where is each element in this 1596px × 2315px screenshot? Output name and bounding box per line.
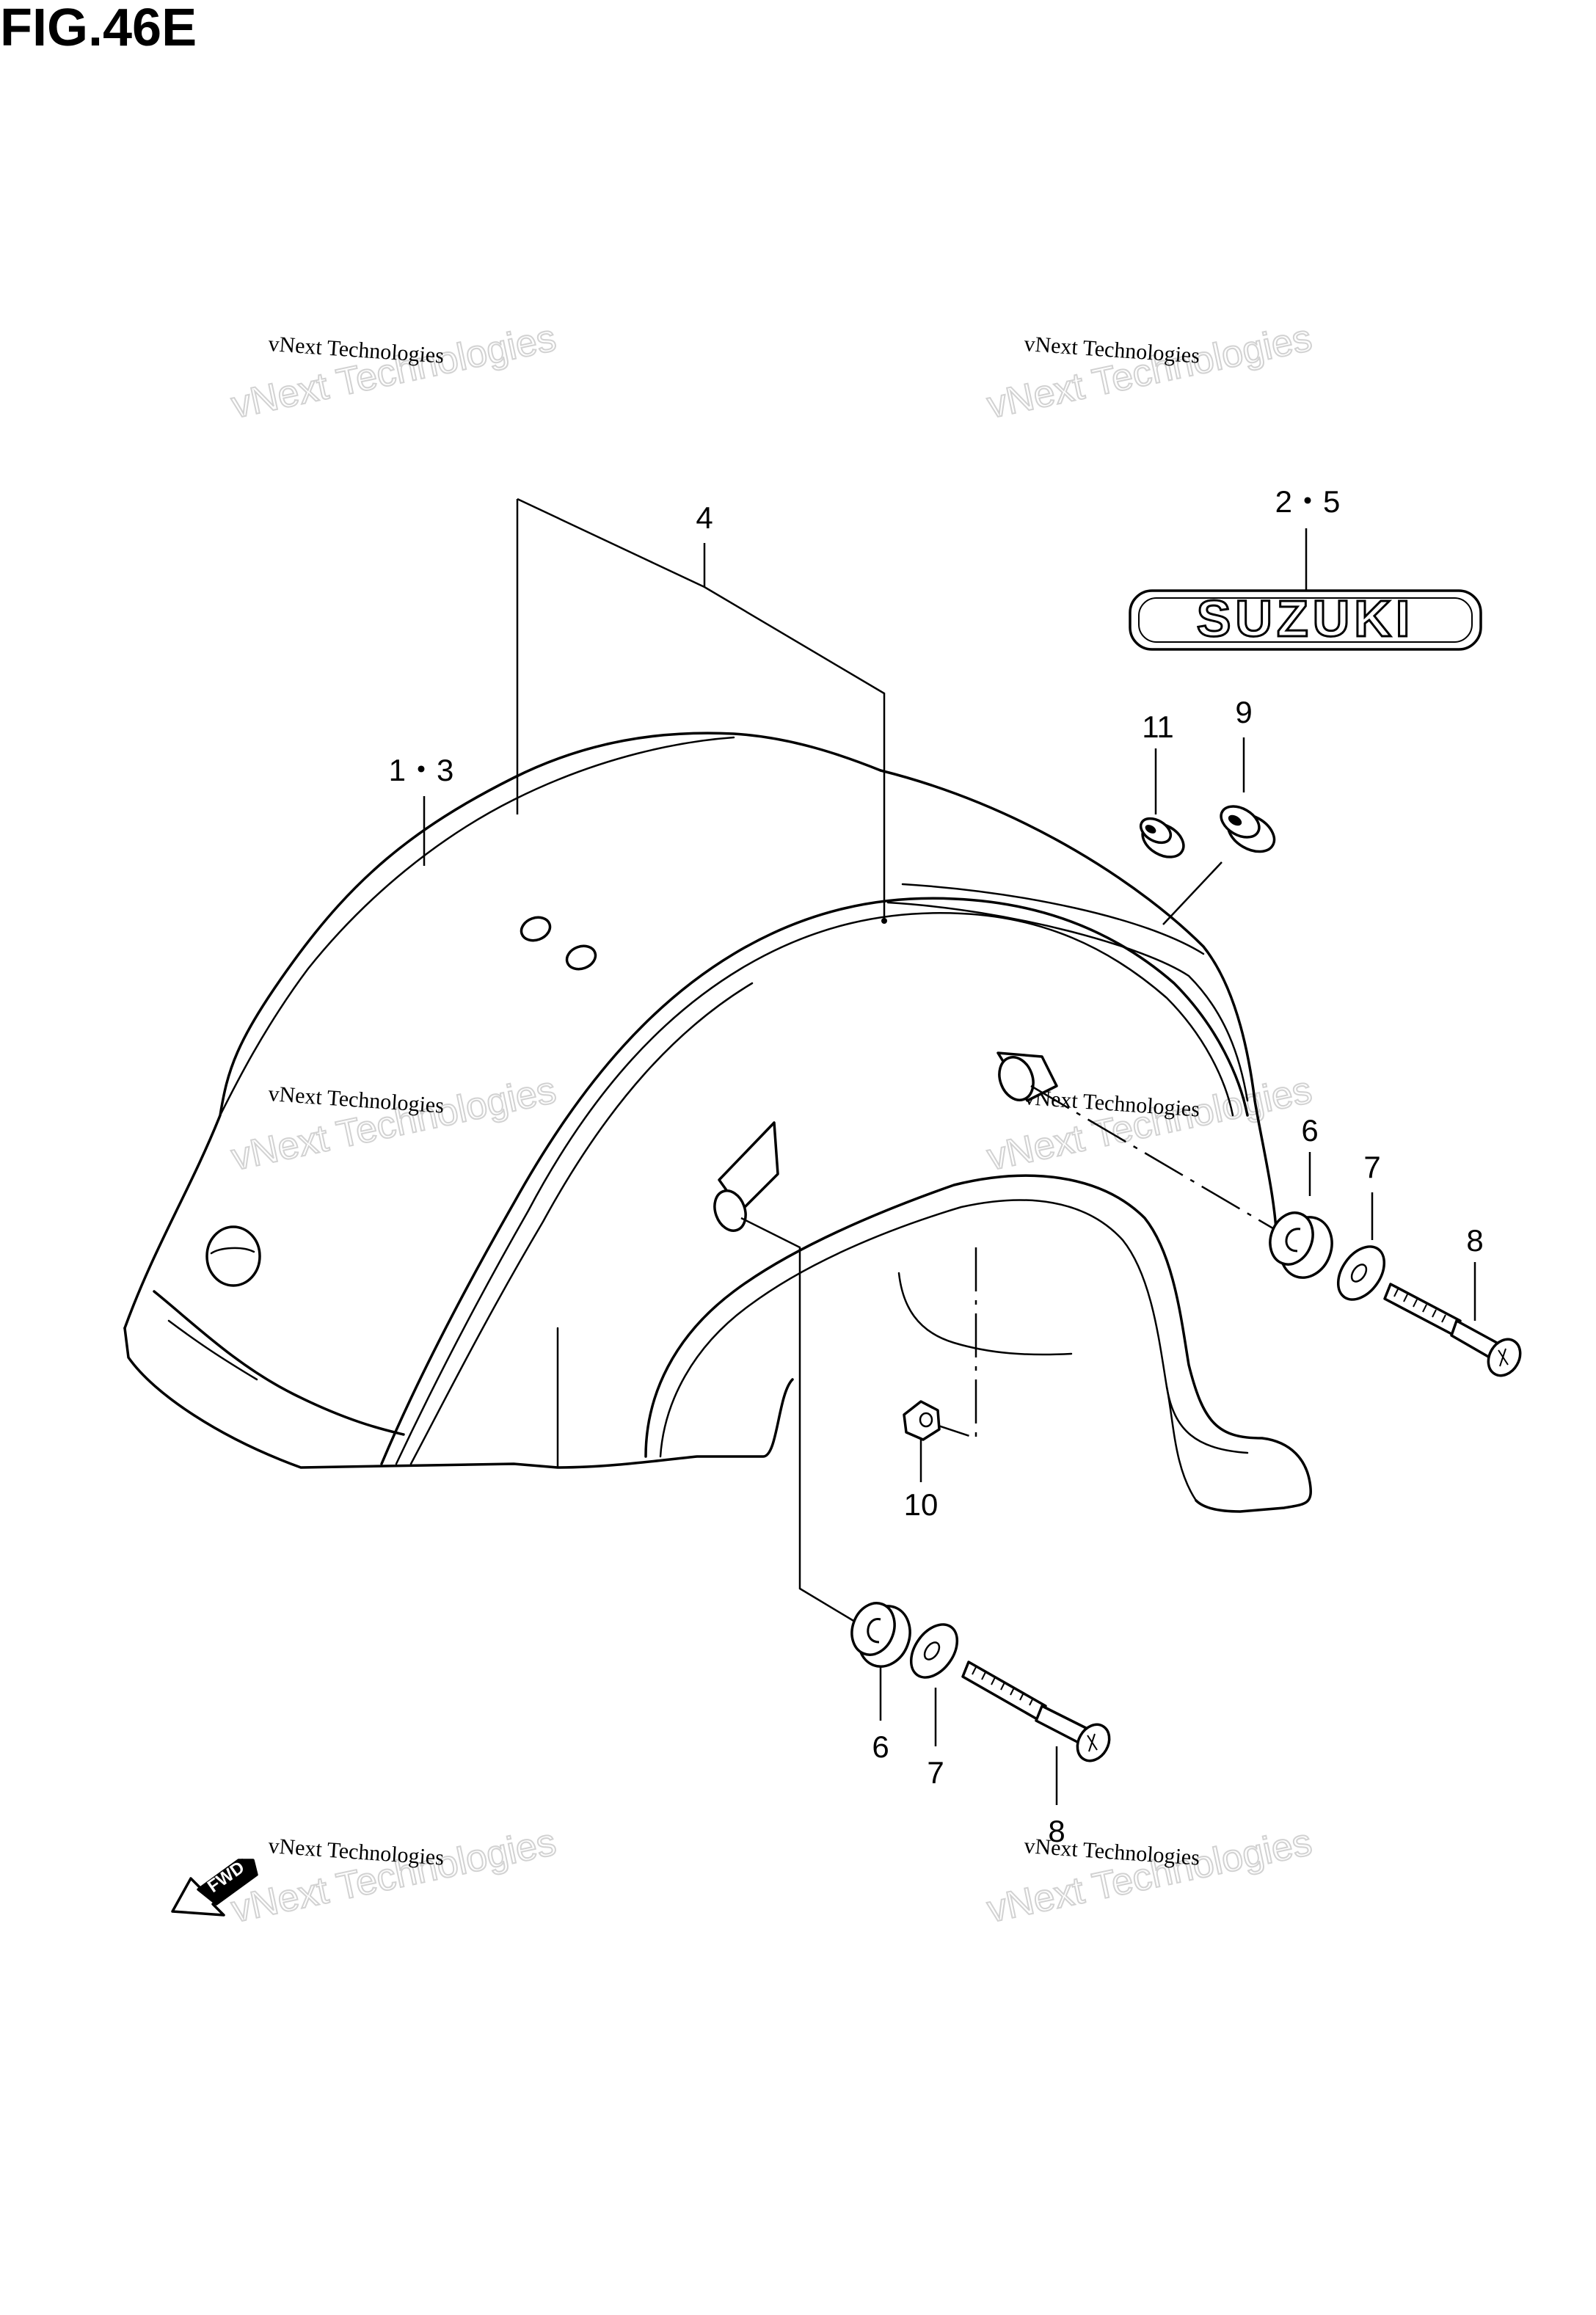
- leader-lower-mount: [740, 1217, 856, 1623]
- leader-upper-mount: [1030, 1084, 1281, 1234]
- callout-7-lower: 7: [927, 1755, 944, 1790]
- callout-11: 11: [1142, 710, 1174, 744]
- callout-6-lower: 6: [872, 1729, 889, 1764]
- callout-8-upper: 8: [1466, 1223, 1483, 1258]
- washer-7-upper: [1336, 1245, 1386, 1301]
- callout-7-upper: 7: [1363, 1150, 1380, 1184]
- bolt-8-lower: [961, 1660, 1111, 1762]
- callout-6-upper: 6: [1301, 1113, 1318, 1148]
- figure-title: FIG.46E: [0, 0, 197, 57]
- emblem-text: SUZUKI: [1197, 590, 1415, 647]
- leader-10-fender: [931, 1247, 977, 1440]
- watermark-3: vNext Technologies vNext Technologies: [227, 1068, 560, 1179]
- fender-hole-front: [205, 1225, 261, 1287]
- leader-4-right: [517, 497, 886, 921]
- watermark-5: vNext Technologies vNext Technologies: [227, 1820, 560, 1931]
- cushion-6-lower: [850, 1602, 911, 1668]
- fender-hole-top-1: [520, 916, 552, 942]
- watermark-1: vNext Technologies vNext Technologies: [227, 316, 560, 427]
- grommet-9: [1220, 805, 1276, 853]
- washer-7-lower: [909, 1623, 959, 1679]
- callout-1-3: 1・3: [389, 753, 454, 787]
- callout-2-5: 2・5: [1275, 484, 1341, 519]
- callout-8-lower: 8: [1048, 1814, 1065, 1848]
- callout-4: 4: [696, 500, 713, 535]
- bolt-8-upper: [1383, 1283, 1522, 1377]
- watermark-2: vNext Technologies vNext Technologies: [983, 316, 1316, 427]
- cushion-6-upper: [1269, 1211, 1333, 1279]
- fender-hole-top-2: [565, 944, 597, 971]
- callout-9: 9: [1235, 695, 1252, 729]
- grommet-11: [1139, 817, 1185, 858]
- callout-10: 10: [904, 1487, 939, 1522]
- leader-9-to-fender: [1162, 861, 1222, 925]
- rear-fender: [123, 732, 1312, 1513]
- suzuki-emblem: SUZUKI: [1129, 589, 1482, 651]
- nut-10: [903, 1400, 941, 1441]
- watermark-6: vNext Technologies vNext Technologies: [983, 1820, 1316, 1931]
